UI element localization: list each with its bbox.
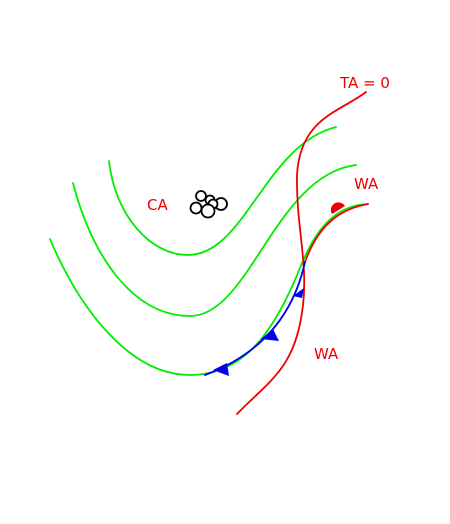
warm-front-line [304, 203, 369, 263]
ta-zero-line [236, 91, 367, 415]
isohypse-inner [108, 126, 337, 256]
cold-front-triangle [213, 363, 229, 376]
cold-front-line [204, 261, 306, 376]
ta-zero-label: TA = 0 [339, 74, 390, 92]
wa-lower-label: WA [314, 345, 339, 363]
wa-upper-label: WA [354, 175, 379, 193]
isohypses [49, 126, 369, 376]
cold-front-triangles [213, 288, 304, 376]
isohypse-middle [72, 164, 357, 317]
cold-front-triangle [293, 288, 304, 298]
ca-label: CA [147, 196, 168, 214]
isohypse-outer [49, 203, 369, 376]
cloud-cluster-icon [189, 190, 228, 219]
cold-front-triangle [261, 329, 279, 341]
warm-front-semicircle [330, 202, 345, 214]
